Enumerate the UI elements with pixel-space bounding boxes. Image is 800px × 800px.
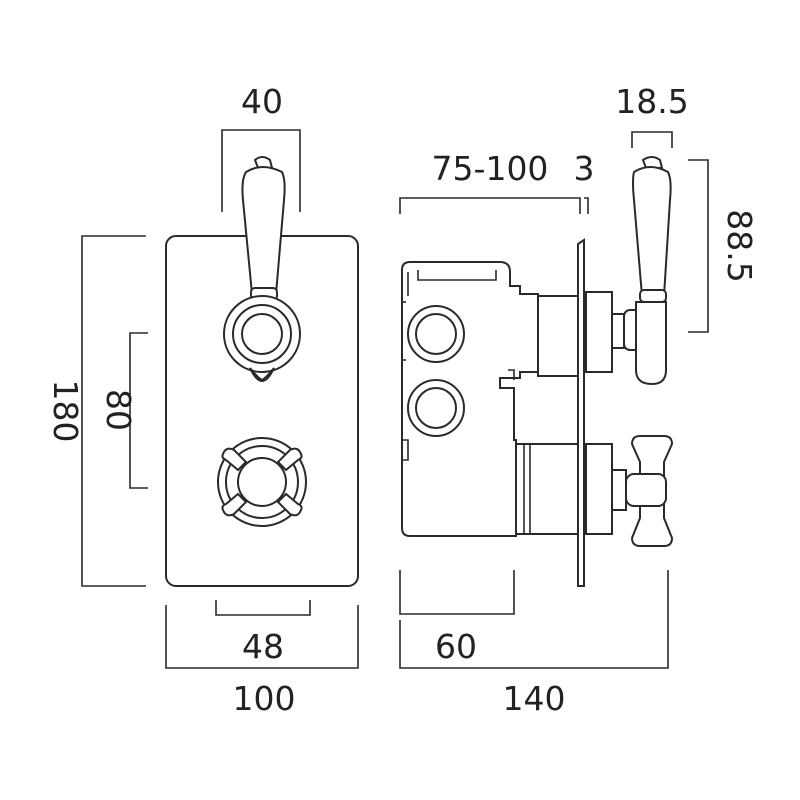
dim-plate-thickness-label: 3 [574,149,595,188]
dim-overall-height: 180 [46,235,146,587]
side-lever-handle [585,156,672,386]
dim-body-depth-label: 60 [435,627,477,666]
dim-cartridge-width-label: 48 [242,627,284,666]
side-backplate [577,238,585,587]
dim-cartridge-width: 48 [215,600,311,666]
dim-plate-width-label: 100 [233,679,296,718]
dim-overall-depth: 140 [399,570,669,718]
side-view: 75-100 3 18.5 88.5 60 140 [399,82,759,718]
dim-depth-range: 75-100 [399,149,581,214]
front-cross-handle [217,437,307,527]
dim-handle-width: 40 [221,82,301,212]
dim-plate-width: 100 [165,605,359,718]
dim-spindle-centres: 80 [99,332,148,489]
dim-lever-height: 88.5 [688,159,759,333]
side-cross-handle [585,435,674,547]
front-lever-handle [223,156,301,382]
dim-lever-width: 18.5 [615,82,689,148]
dim-handle-width-label: 40 [241,82,283,121]
dim-body-depth: 60 [399,570,515,666]
dim-lever-height-label: 88.5 [720,209,759,282]
dim-overall-height-label: 180 [46,380,85,443]
dim-lever-width-label: 18.5 [615,82,688,121]
dim-overall-depth-label: 140 [503,679,566,718]
dim-spindle-centres-label: 80 [99,389,138,431]
dim-depth-range-label: 75-100 [432,149,549,188]
dim-plate-thickness: 3 [574,149,595,214]
side-valve-body [401,261,579,537]
front-view: 40 180 80 48 100 [46,82,359,718]
